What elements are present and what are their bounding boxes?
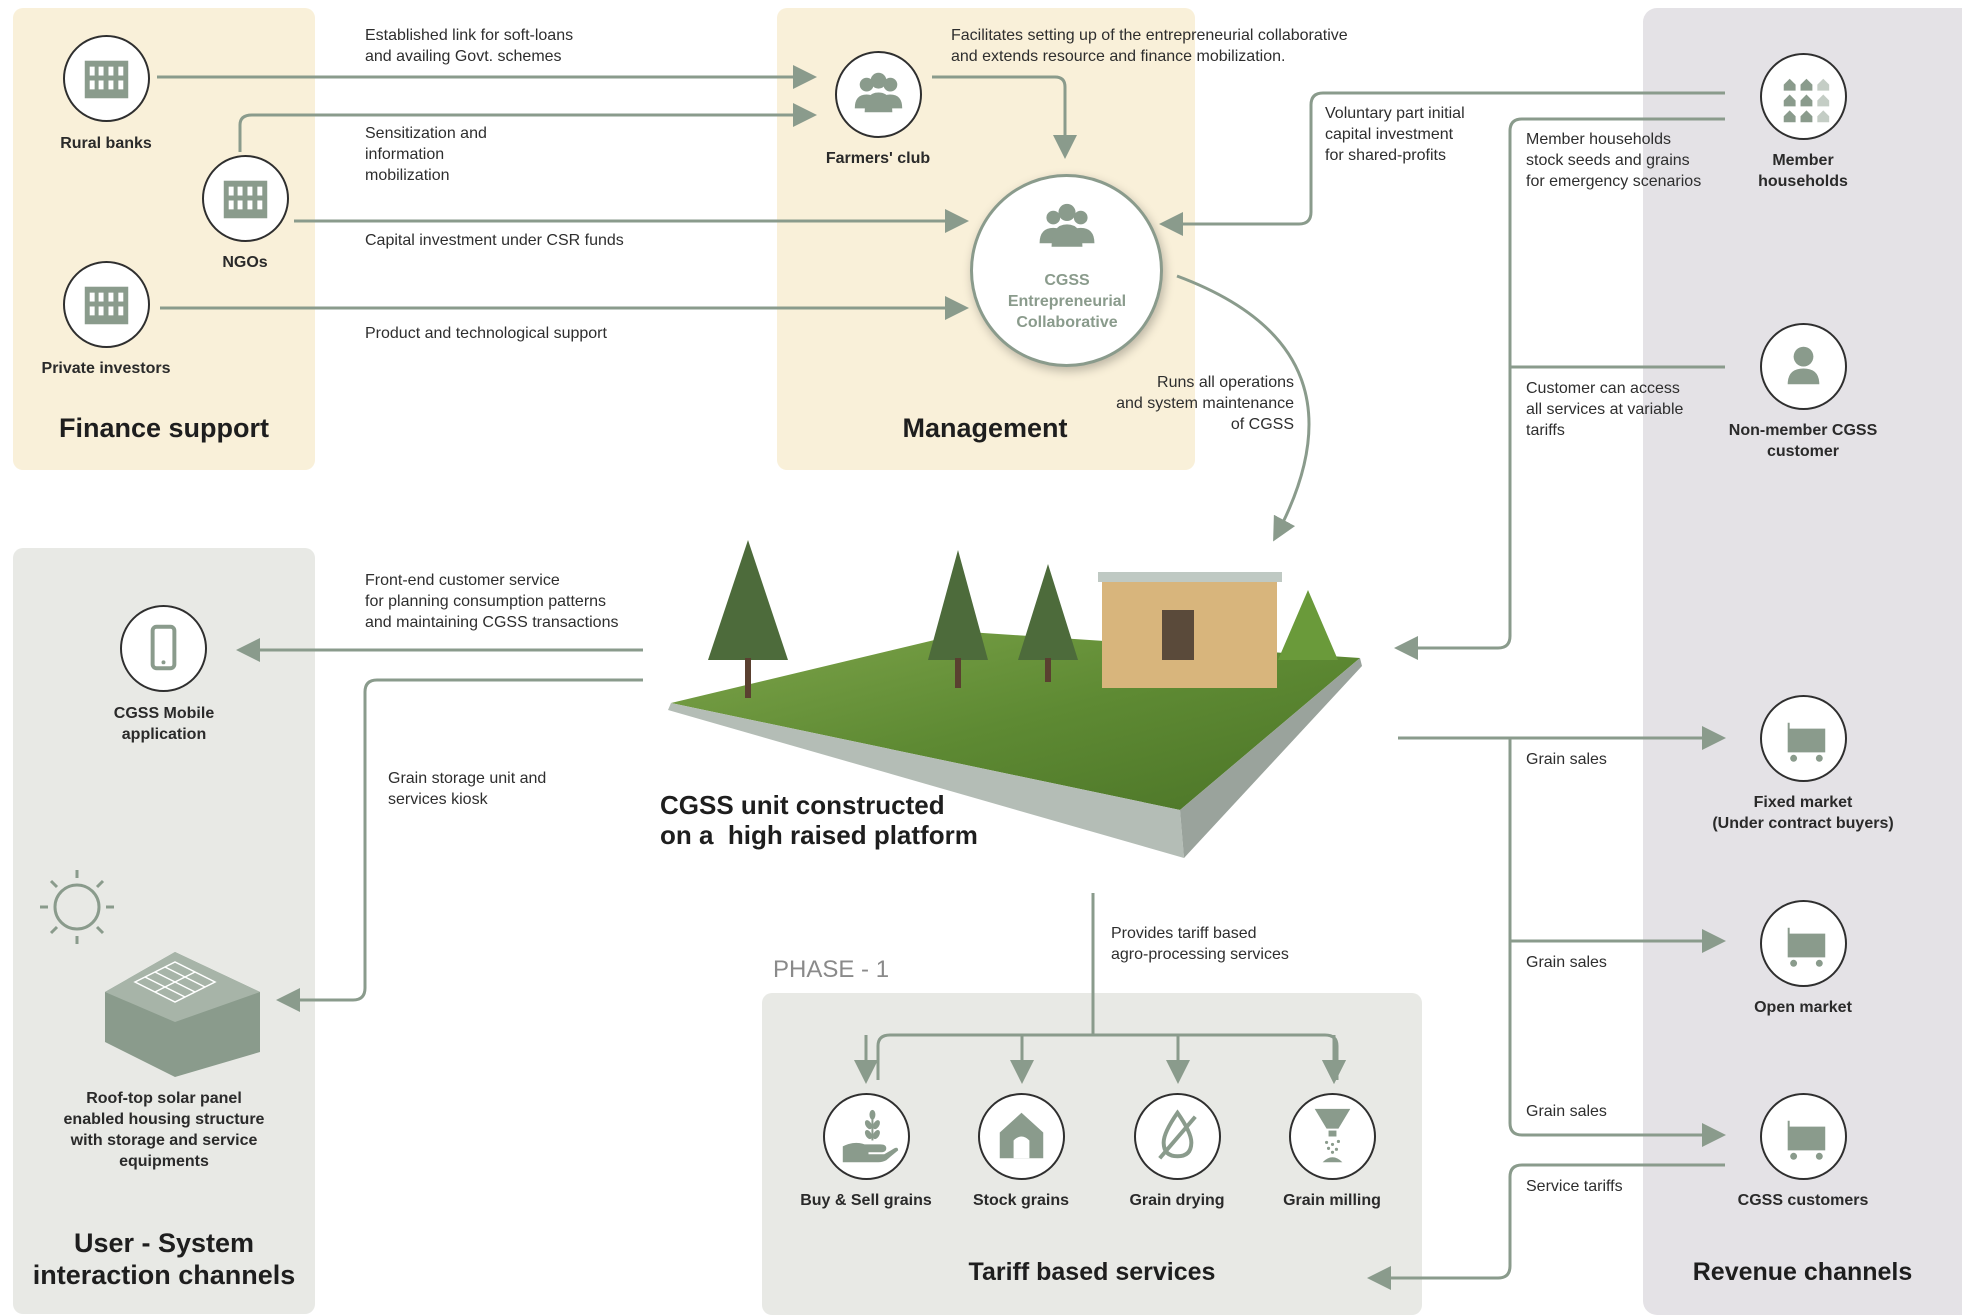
cgss-customers-node — [1760, 1093, 1847, 1180]
edge-member-stock — [1394, 117, 1725, 660]
edge-label-tariff-based: Provides tariff based agro-processing se… — [1111, 925, 1289, 963]
edge-label-grain-storage: Grain storage unit and services kiosk — [388, 770, 547, 808]
phase-label: PHASE - 1 — [773, 956, 890, 983]
farmers-club-node — [835, 51, 922, 138]
edge-label-facilitates: Facilitates setting up of the entreprene… — [951, 27, 1348, 65]
ngos-label: NGOs — [222, 254, 268, 271]
farmers-club-label: Farmers' club — [825, 150, 931, 167]
edge-facilitates — [932, 75, 1077, 159]
building-icon — [84, 286, 129, 325]
service-label: Stock grains — [972, 1192, 1070, 1209]
building-icon — [223, 180, 268, 219]
non-member-label: Non-member CGSS customer — [1728, 422, 1878, 460]
cart-icon — [1779, 722, 1826, 762]
edge-label-sensitization: Sensitization and information mobilizati… — [365, 125, 487, 184]
people-group-icon — [1039, 203, 1095, 247]
non-member-node — [1760, 323, 1847, 410]
service-label: Buy & Sell grains — [800, 1192, 932, 1209]
edge-label-grain-sales: Grain sales — [1526, 1103, 1607, 1120]
no-water-icon — [1158, 1109, 1197, 1160]
service-label: Grain drying — [1129, 1192, 1225, 1209]
edge-tariff-branch — [876, 1033, 1339, 1080]
edge-label-runs-ops: Runs all operations and system maintenan… — [1116, 374, 1294, 433]
fixed-market-node — [1760, 695, 1847, 782]
tariff-panel-title: Tariff based services — [968, 1258, 1216, 1286]
edge-label-soft-loans: Established link for soft-loans and avai… — [365, 27, 574, 65]
rural-banks-label: Rural banks — [60, 135, 152, 152]
mobile-app-label: CGSS Mobile application — [113, 705, 215, 743]
edge-label-service-tariffs: Service tariffs — [1526, 1178, 1623, 1195]
edge-label-customer-access: Customer can access all services at vari… — [1526, 380, 1684, 439]
cgss-collaborative-node — [970, 174, 1163, 367]
building-icon — [84, 60, 129, 99]
service-buy-sell — [823, 1093, 910, 1180]
service-label: Grain milling — [1283, 1192, 1381, 1209]
revenue-panel-title: Revenue channels — [1692, 1258, 1913, 1286]
open-market-node — [1760, 900, 1847, 987]
edge-label-front-end: Front-end customer service for planning … — [365, 572, 619, 631]
edge-grain-storage — [276, 678, 643, 1012]
people-group-icon — [854, 72, 903, 113]
edge-label-member-stock: Member households stock seeds and grains… — [1526, 131, 1702, 190]
management-panel-title: Management — [902, 413, 1068, 443]
mobile-app-node — [120, 605, 207, 692]
finance-panel-title: Finance support — [58, 413, 269, 443]
person-icon — [1787, 346, 1820, 385]
tree — [708, 540, 1338, 698]
storehouse-icon — [999, 1112, 1044, 1159]
private-investors-label: Private investors — [41, 360, 171, 377]
mill-icon — [1314, 1108, 1351, 1163]
smartphone-icon — [150, 624, 177, 671]
hand-grain-icon — [842, 1109, 899, 1163]
rural-banks-node — [63, 35, 150, 122]
edge-label-voluntary: Voluntary part initial capital investmen… — [1325, 105, 1465, 164]
cart-icon — [1779, 1120, 1826, 1160]
member-households-node — [1760, 53, 1847, 140]
houses-icon — [1783, 78, 1830, 123]
edge-service-tariffs — [1367, 1163, 1725, 1290]
cart-icon — [1779, 927, 1826, 967]
open-market-label: Open market — [1754, 999, 1852, 1016]
solar-house-label: Roof-top solar panel enabled housing str… — [63, 1090, 265, 1170]
edge-sensitization — [238, 103, 817, 152]
cgss-customers-label: CGSS customers — [1737, 1192, 1869, 1209]
edge-voluntary — [1159, 91, 1725, 236]
edge-label-grain-sales: Grain sales — [1526, 751, 1607, 768]
cgss-collaborative-label: CGSS Entrepreneurial Collaborative — [1007, 272, 1127, 331]
member-households-label: Member households — [1758, 152, 1848, 190]
ngos-node — [202, 155, 289, 242]
edge-label-product-tech: Product and technological support — [365, 325, 607, 342]
edge-label-grain-sales: Grain sales — [1526, 954, 1607, 971]
solar-house-icon — [40, 870, 260, 1077]
service-drying — [1134, 1093, 1221, 1180]
edge-label-csr: Capital investment under CSR funds — [365, 232, 624, 249]
fixed-market-label: Fixed market (Under contract buyers) — [1712, 794, 1894, 832]
edge-runs-ops — [1176, 274, 1311, 542]
cgss-unit-label: CGSS unit constructed on a high raised p… — [660, 790, 978, 851]
cgss-unit-illustration — [668, 540, 1362, 858]
service-stock — [978, 1093, 1065, 1180]
user-system-panel-title: User - System interaction channels — [32, 1228, 296, 1290]
service-milling — [1289, 1093, 1376, 1180]
private-investors-node — [63, 261, 150, 348]
